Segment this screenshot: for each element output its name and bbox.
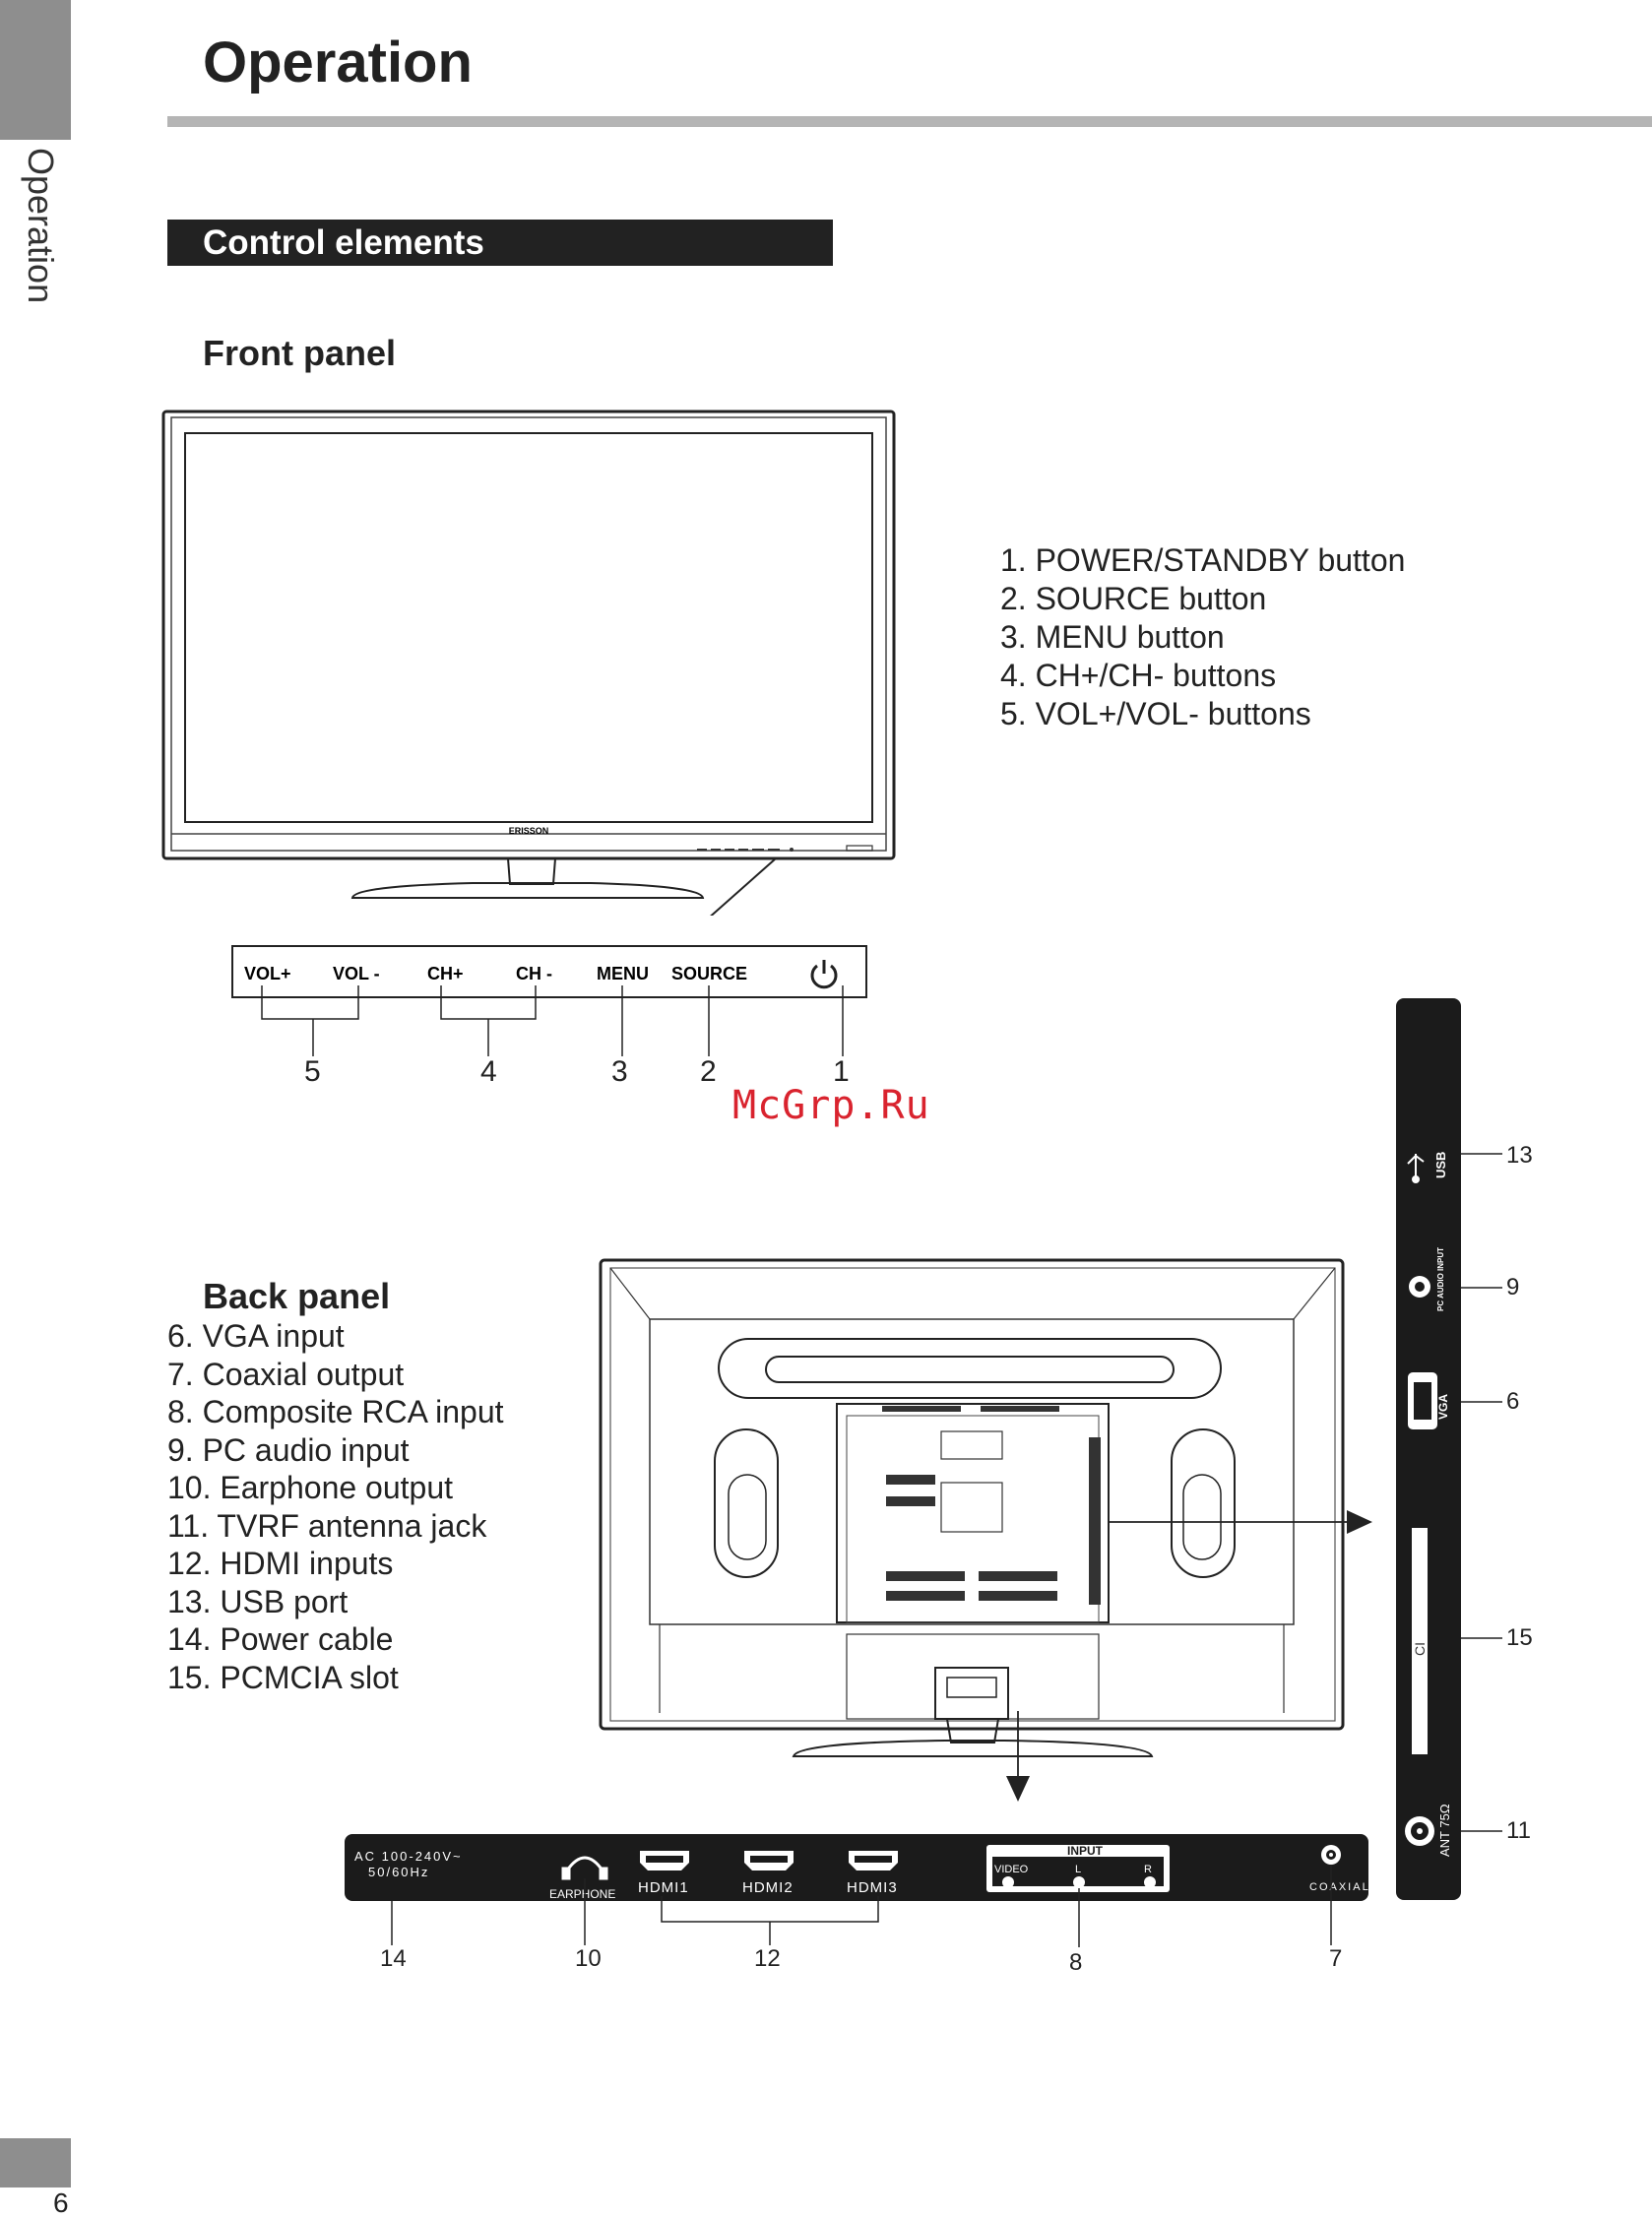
callout-12: 12 [754,1945,781,1972]
ac-frequency-label: 50/60Hz [368,1865,429,1879]
page-number: 6 [53,2187,69,2218]
ant-label: ANT 75Ω [1437,1804,1452,1857]
video-jack [1002,1876,1014,1888]
watermark: McGrp.Ru [732,1083,930,1128]
callout-10: 10 [575,1945,602,1972]
vga-label: VGA [1436,1394,1450,1420]
usb-icon [1407,1154,1425,1183]
legend-item: 6. VGA input [167,1318,345,1354]
ch-minus-label: CH - [516,964,552,983]
front-panel-legend: 1. POWER/STANDBY button 2. SOURCE button… [1000,541,1405,733]
audio-left-jack [1073,1876,1085,1888]
tv-brand-label: ERISSON [509,826,549,836]
legend-item: 15. PCMCIA slot [167,1659,399,1695]
legend-item: 8. Composite RCA input [167,1394,504,1429]
vol-minus-label: VOL - [333,964,380,983]
legend-item: 10. Earphone output [167,1470,454,1505]
hdmi1-label: HDMI1 [638,1879,689,1896]
callout-8: 8 [1069,1949,1083,1976]
legend-item: 11. TVRF antenna jack [167,1507,487,1544]
back-panel-heading: Back panel [203,1276,391,1316]
bottom-jack-panel: AC 100-240V~ 50/60Hz EARPHONE HDMI1 HDMI… [345,1834,1370,1947]
right-label: R [1144,1864,1152,1875]
front-panel-diagram: ERISSON [161,410,896,916]
legend-item: 14. Power cable [167,1621,394,1657]
ch-plus-label: CH+ [427,964,464,983]
callout-13: 13 [1506,1142,1533,1169]
callout-14: 14 [380,1945,407,1972]
callout-15: 15 [1506,1624,1533,1651]
callout-6: 6 [1506,1388,1520,1415]
legend-item: 1. POWER/STANDBY button [1000,542,1406,578]
callout-1: 1 [833,1055,850,1088]
usb-label: USB [1433,1152,1448,1178]
hdmi2-label: HDMI2 [742,1879,794,1896]
legend-item: 2. SOURCE button [1000,581,1267,616]
callout-3: 3 [611,1055,628,1088]
power-icon [810,960,838,989]
legend-item: 5. VOL+/VOL- buttons [1000,696,1311,731]
ci-label: CI [1412,1642,1428,1656]
legend-item: 4. CH+/CH- buttons [1000,658,1277,693]
video-label: VIDEO [994,1864,1029,1875]
front-panel-heading: Front panel [203,333,396,373]
legend-item: 9. PC audio input [167,1431,410,1468]
left-label: L [1075,1864,1081,1875]
legend-item: 12. HDMI inputs [167,1546,394,1581]
headphone-icon [561,1856,608,1880]
pc-audio-label: PC AUDIO INPUT [1436,1247,1445,1311]
source-label: SOURCE [671,964,747,983]
legend-item: 13. USB port [167,1583,349,1619]
vol-plus-label: VOL+ [244,964,291,983]
page-tab-marker [0,2138,71,2187]
menu-label: MENU [597,964,649,983]
legend-item: 3. MENU button [1000,619,1225,655]
coaxial-label: COAXIAL [1309,1881,1370,1893]
back-panel-legend: 6. VGA input 7. Coaxial output 8. Compos… [167,1317,504,1696]
callout-2: 2 [700,1055,717,1088]
callout-4: 4 [480,1055,497,1088]
input-label: INPUT [1067,1844,1104,1858]
back-panel-diagram [599,1258,1372,1802]
callout-9: 9 [1506,1274,1520,1300]
earphone-label: EARPHONE [549,1887,615,1901]
ac-rating-label: AC 100-240V~ [354,1849,463,1864]
callout-5: 5 [304,1055,321,1088]
title-divider [167,116,1652,127]
page-title: Operation [203,31,473,95]
legend-item: 7. Coaxial output [167,1356,405,1392]
callout-7: 7 [1329,1945,1343,1972]
section-heading: Control elements [167,220,833,266]
audio-right-jack [1144,1876,1156,1888]
pcmcia-slot [1412,1528,1428,1754]
front-button-strip: VOL+ VOL - CH+ CH - MENU SOURCE [231,945,867,1056]
hdmi3-label: HDMI3 [847,1879,898,1896]
side-section-label: Operation [21,148,61,304]
side-tab-marker [0,0,71,140]
callout-11: 11 [1506,1817,1531,1844]
side-jack-panel: USB PC AUDIO INPUT VGA CI ANT 75Ω [1396,998,1502,1900]
